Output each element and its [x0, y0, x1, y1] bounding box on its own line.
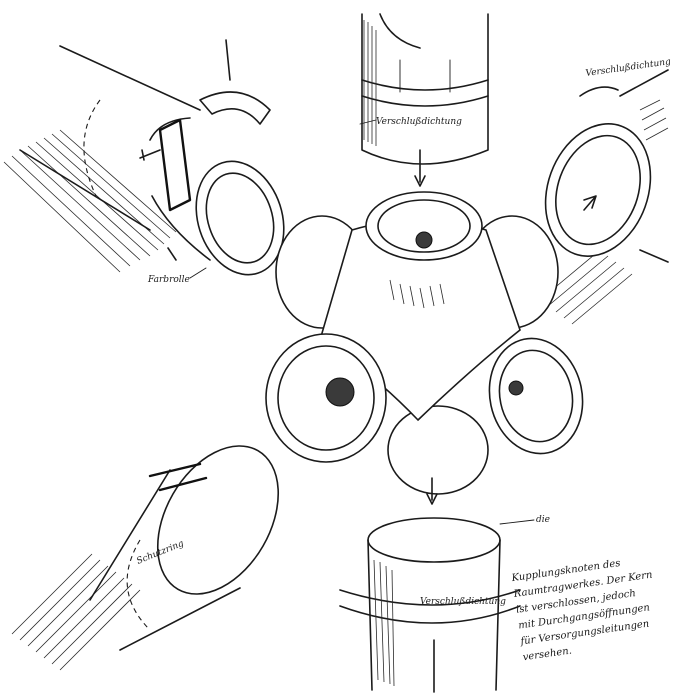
note-line: versehen.	[522, 646, 572, 664]
leader-farbrolle	[189, 267, 207, 279]
hatch-upper-left	[3, 129, 177, 273]
upper-left-tube	[19, 39, 285, 276]
left-socket	[265, 333, 387, 463]
label-verschluss-bottom: Verschlußdichtung	[420, 597, 506, 607]
hatch-right	[539, 249, 633, 325]
bottom-tube	[339, 477, 521, 693]
lower-left-tube	[89, 445, 280, 651]
label-die: die	[536, 515, 550, 525]
handwritten-note: Kupplungsknoten des Raumtragwerkes. Der …	[510, 558, 653, 664]
label-verschluss-top: Verschlußdichtung	[376, 117, 462, 127]
leader-die	[499, 519, 535, 525]
right-socket	[488, 337, 584, 455]
hatch-lower-left	[11, 553, 141, 671]
top-tube	[361, 13, 489, 187]
label-farbrolle: Farbrolle	[147, 275, 190, 285]
upper-right-tube	[544, 69, 669, 263]
leader-top	[359, 119, 377, 125]
